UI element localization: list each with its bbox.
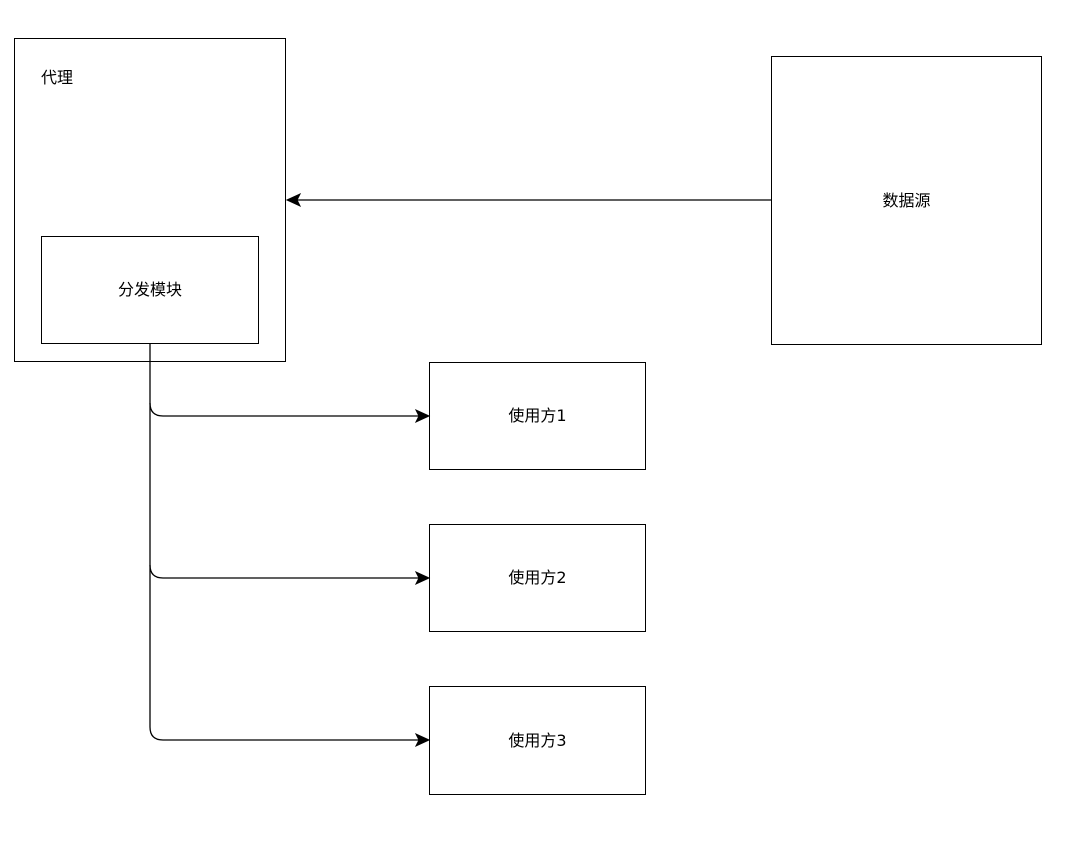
consumer-2-label: 使用方2 [508, 568, 567, 587]
arrowhead-consumer-3 [414, 732, 431, 748]
arrowhead-consumer-1 [414, 408, 431, 424]
consumer-1-box: 使用方1 [429, 362, 646, 470]
distribution-module-box: 分发模块 [41, 236, 259, 344]
edge-dist-to-consumer-2 [149, 403, 419, 579]
arrowhead-proxy [285, 192, 302, 208]
proxy-label: 代理 [41, 68, 74, 87]
consumer-3-label: 使用方3 [508, 730, 567, 750]
consumer-3-box: 使用方3 [429, 686, 646, 795]
consumer-1-label: 使用方1 [508, 406, 567, 425]
data-source-box: 数据源 [771, 56, 1042, 345]
data-source-label: 数据源 [882, 190, 931, 210]
consumer-2-box: 使用方2 [429, 524, 646, 632]
edge-dist-to-consumer-3 [149, 565, 419, 741]
distribution-module-label: 分发模块 [117, 280, 182, 299]
arrowhead-consumer-2 [414, 570, 431, 586]
